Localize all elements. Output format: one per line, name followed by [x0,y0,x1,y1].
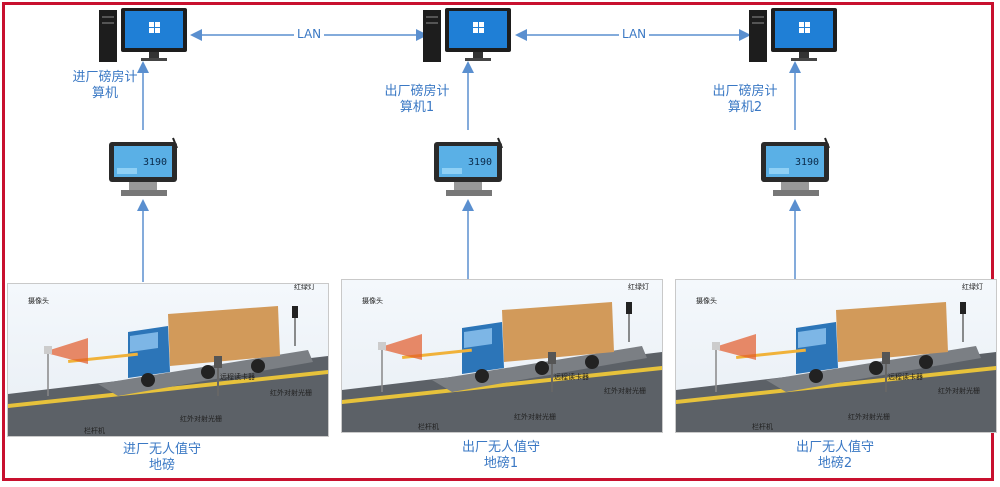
truck-scale-illustration-3 [676,302,996,432]
computer-label-3-line1: 出厂磅房计 [712,84,778,99]
computer-label-2-line1: 出厂磅房计 [384,84,450,99]
camera-tag-1: 摄像头 [28,297,49,305]
computer-icon-3 [749,8,837,62]
weighing-terminal-icon-2: 3190 [434,137,503,196]
scale-label-3: 出厂无人值守 地磅2 [780,440,890,472]
scale-label-2-line1: 出厂无人值守 [461,440,540,455]
scale-label-1: 进厂无人值守 地磅 [107,442,217,474]
scale-label-3-line1: 出厂无人值守 [795,440,874,455]
ir-beam-tag-1: 红外对射光栅 [180,415,222,423]
scale-label-2: 出厂无人值守 地磅1 [446,440,556,472]
traffic-light-tag-1: 红绿灯 [294,283,315,291]
computer-icon-2 [423,8,511,62]
scale-label-2-line2: 地磅1 [483,456,519,471]
scale-scene-2: 摄像头 红绿灯 远程读卡器 红外对射光栅 红外对射光栅 栏杆机 [341,279,663,433]
weighing-terminal-icon-1: 3190 [109,137,178,196]
ir-grating-tag-1: 红外对射光栅 [270,389,312,397]
ir-beam-tag-3: 红外对射光栅 [848,413,890,421]
diagram-frame [2,2,994,481]
scale-label-1-line1: 进厂无人值守 [122,442,201,457]
weighing-terminal-icon-3: 3190 [761,137,830,196]
camera-tag-2: 摄像头 [362,297,383,305]
ir-beam-tag-2: 红外对射光栅 [514,413,556,421]
computer-label-1: 进厂磅房计 算机 [50,70,160,102]
barrier-tag-1: 栏杆机 [84,427,105,435]
terminal-readout-2: 3190 [468,157,492,168]
computer-label-2-line2: 算机1 [399,100,435,115]
lan-label-1: LAN [294,27,325,41]
barrier-tag-2: 栏杆机 [418,423,439,431]
terminal-readout-1: 3190 [143,157,167,168]
computer-label-3: 出厂磅房计 算机2 [690,84,800,116]
computer-icon-1 [99,8,187,62]
traffic-light-tag-3: 红绿灯 [962,283,983,291]
lan-label-2: LAN [619,27,650,41]
truck-scale-illustration-1 [8,306,328,436]
scale-scene-1: 摄像头 红绿灯 远程读卡器 红外对射光栅 红外对射光栅 栏杆机 [7,283,329,437]
scale-label-1-line2: 地磅 [148,458,175,473]
card-reader-tag-2: 远程读卡器 [554,373,589,381]
camera-tag-3: 摄像头 [696,297,717,305]
traffic-light-tag-2: 红绿灯 [628,283,649,291]
computer-label-2: 出厂磅房计 算机1 [362,84,472,116]
card-reader-tag-3: 远程读卡器 [888,373,923,381]
truck-scale-illustration-2 [342,302,662,432]
computer-label-1-line1: 进厂磅房计 [72,70,138,85]
terminal-readout-3: 3190 [795,157,819,168]
ir-grating-tag-3: 红外对射光栅 [938,387,980,395]
computer-label-3-line2: 算机2 [727,100,763,115]
card-reader-tag-1: 远程读卡器 [220,373,255,381]
scale-label-3-line2: 地磅2 [817,456,853,471]
scale-scene-3: 摄像头 红绿灯 远程读卡器 红外对射光栅 红外对射光栅 栏杆机 [675,279,997,433]
computer-label-1-line2: 算机 [91,86,118,101]
barrier-tag-3: 栏杆机 [752,423,773,431]
ir-grating-tag-2: 红外对射光栅 [604,387,646,395]
